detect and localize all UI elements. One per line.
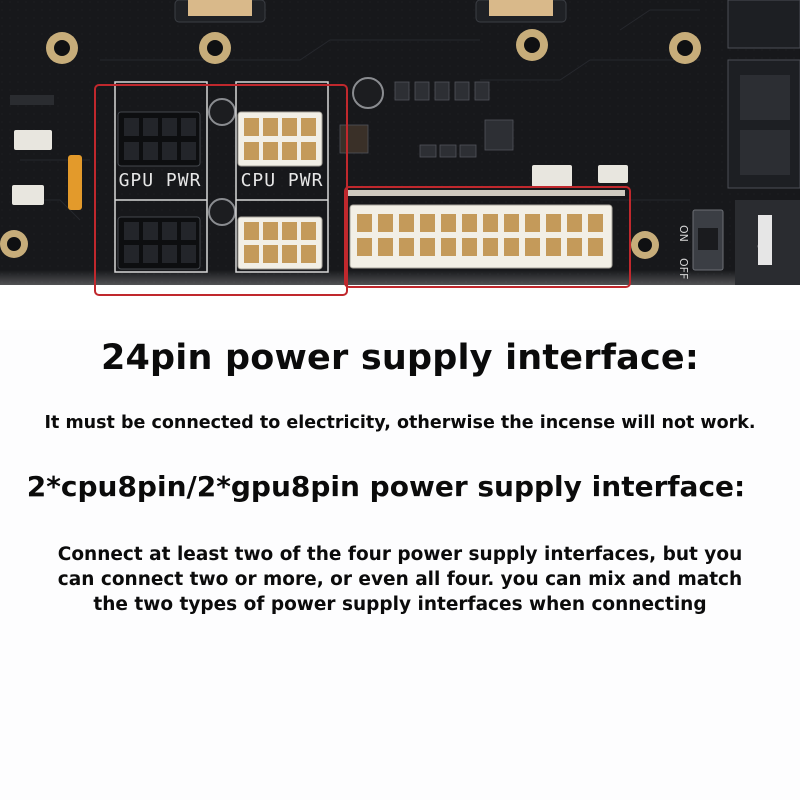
atx-pin: [399, 214, 414, 232]
gpu-8pin-connector-top: [117, 111, 201, 167]
x16-slot-label: X16: [753, 215, 775, 252]
cpu-8pin-connector-bottom: [237, 216, 323, 270]
eps8-description-line: Connect at least two of the four power s…: [57, 544, 743, 565]
atx-pin: [462, 214, 477, 232]
eps8-description-line: the two types of power supply interfaces…: [93, 594, 707, 615]
smd-components: [339, 81, 514, 158]
atx-pin: [420, 214, 435, 232]
atx-pin: [567, 238, 582, 256]
atx-pin: [546, 238, 561, 256]
eps8-description-line: can connect two or more, or even all fou…: [57, 569, 743, 590]
motherboard-photo: GPU PWR CPU PWR ON OFF X16: [0, 0, 800, 330]
atx-pin: [483, 238, 498, 256]
highlight-box-8pin: [94, 84, 348, 296]
cpu-pwr-label: CPU PWR: [241, 170, 324, 191]
description-panel: 24pin power supply interface: It must be…: [0, 330, 800, 800]
on-label: ON: [677, 225, 690, 242]
atx-pin: [504, 214, 519, 232]
atx-pin: [546, 214, 561, 232]
atx24-description: It must be connected to electricity, oth…: [44, 413, 756, 433]
atx-pin: [378, 214, 393, 232]
capacitor: [352, 77, 384, 109]
atx-pin: [588, 238, 603, 256]
highlight-boxes: [94, 84, 631, 296]
atx-pin: [462, 238, 477, 256]
atx-pin: [525, 238, 540, 256]
eps8-description: Connect at least two of the four power s…: [0, 542, 800, 617]
atx-pin: [441, 214, 456, 232]
atx-pin: [357, 238, 372, 256]
atx-latch-rail: [345, 190, 625, 196]
atx-24pin-connector: [349, 204, 613, 269]
capacitor: [208, 98, 236, 126]
atx-pin: [378, 238, 393, 256]
top-gold-components: [174, 0, 567, 23]
atx-pin: [567, 214, 582, 232]
mounting-holes: [0, 29, 701, 259]
gpu-8pin-connector-bottom: [117, 216, 201, 270]
highlight-box-24pin: [344, 186, 631, 288]
atx-pin: [441, 238, 456, 256]
cpu-8pin-connector-top: [237, 111, 323, 167]
atx-pin: [588, 214, 603, 232]
right-side-components: [692, 0, 800, 285]
off-label: OFF: [677, 258, 690, 279]
atx-pin: [420, 238, 435, 256]
small-headers: [10, 95, 628, 210]
atx-pin: [357, 214, 372, 232]
silkscreen-outlines: [114, 81, 329, 273]
atx-pin: [504, 238, 519, 256]
atx-pin: [483, 214, 498, 232]
capacitor: [208, 198, 236, 226]
atx24-heading: 24pin power supply interface:: [100, 338, 700, 378]
atx-pin: [525, 214, 540, 232]
gpu-pwr-label: GPU PWR: [119, 170, 202, 191]
atx-pin: [399, 238, 414, 256]
eps8-heading: 2*cpu8pin/2*gpu8pin power supply interfa…: [26, 470, 746, 503]
